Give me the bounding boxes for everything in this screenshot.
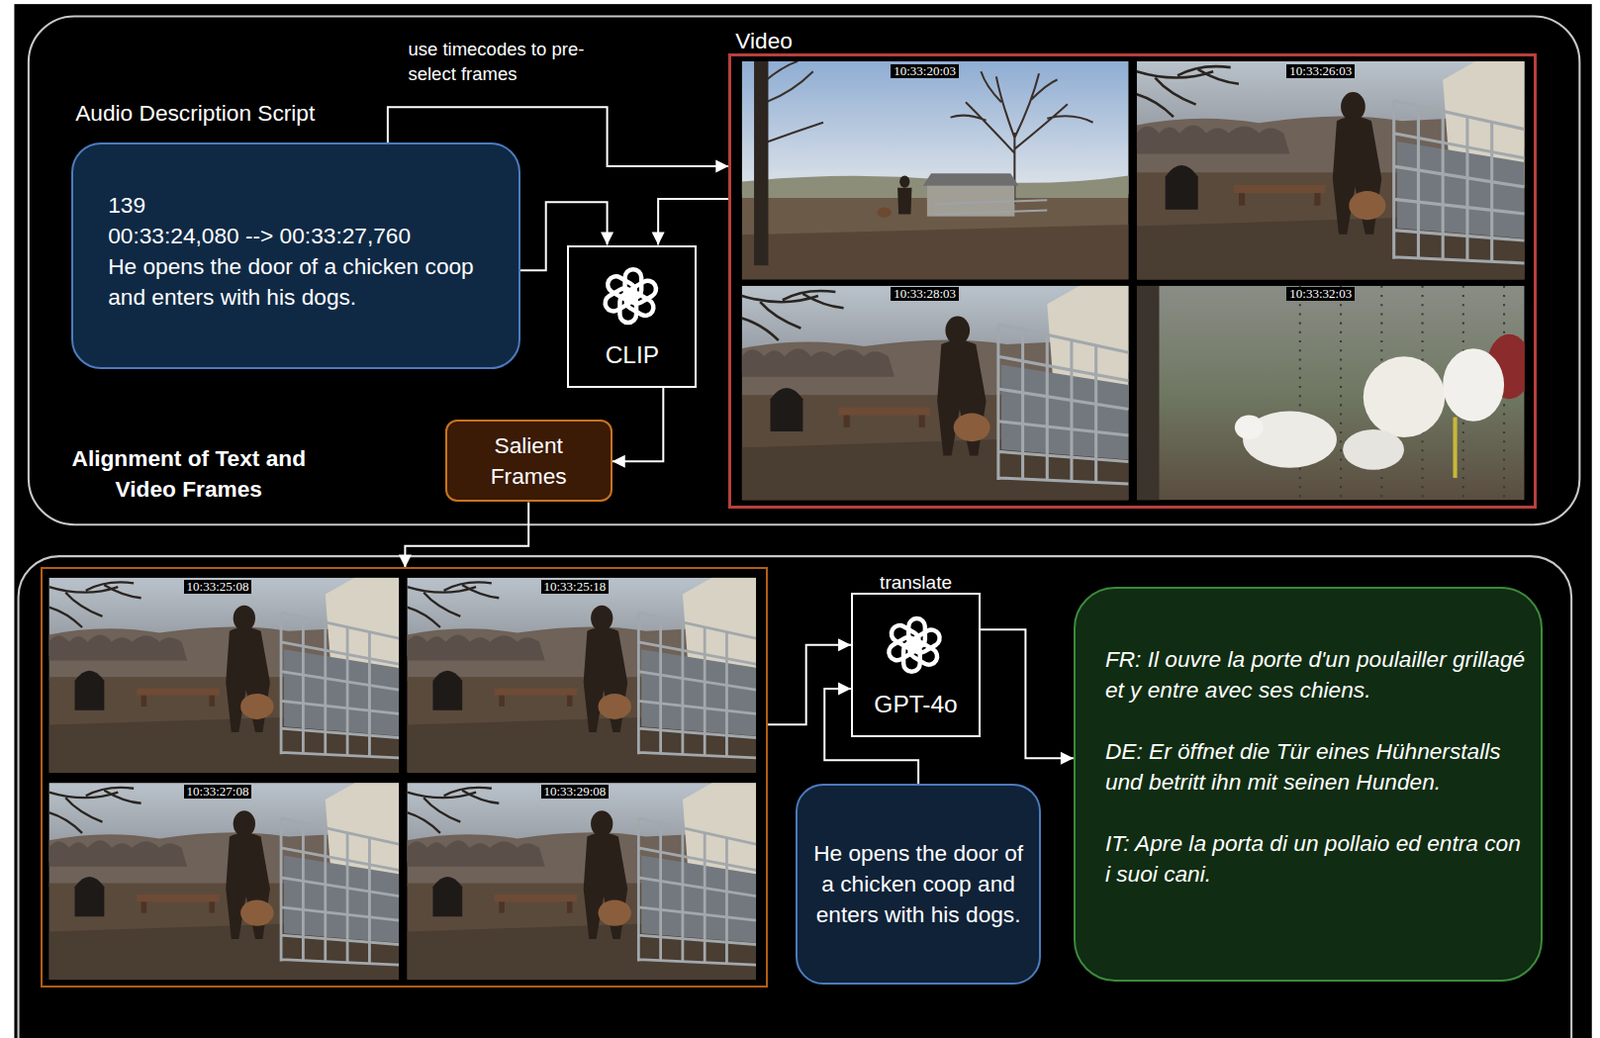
video-panel: Video10:33:20:0310:33:26:0310:33:28:0310… bbox=[728, 53, 1537, 509]
script-box: Audio Description Script13900:33:24,080 … bbox=[71, 142, 521, 370]
node-text: He opens the door of a chicken coop and … bbox=[107, 251, 501, 313]
arrowhead bbox=[838, 638, 851, 652]
video-frame bbox=[1136, 61, 1525, 281]
arrowhead bbox=[715, 160, 729, 174]
sentence-box: He opens the door of a chicken coop and … bbox=[795, 783, 1041, 985]
connector-line bbox=[520, 201, 608, 271]
timecode-label: 10:33:29:08 bbox=[541, 784, 610, 799]
connector bbox=[767, 638, 852, 725]
model-logo bbox=[602, 269, 659, 323]
node-text: Salient Frames bbox=[469, 430, 589, 492]
salient-box: Salient Frames bbox=[445, 419, 613, 503]
connector-line bbox=[404, 501, 529, 567]
node-text: IT: Apre la porta di un pollaio ed entra… bbox=[1105, 828, 1529, 890]
model-box: translateGPT-4o bbox=[850, 592, 981, 737]
salient-frame bbox=[49, 782, 400, 980]
background bbox=[13, 3, 1592, 1038]
timecode-label: 10:33:25:08 bbox=[184, 579, 253, 594]
node-text: He opens the door of a chicken coop and … bbox=[809, 838, 1028, 931]
timecode-label: 10:33:20:03 bbox=[890, 64, 959, 79]
connector-line bbox=[612, 387, 664, 462]
arrowhead bbox=[398, 554, 412, 567]
connector-line bbox=[980, 629, 1074, 758]
video-frame bbox=[1136, 285, 1532, 501]
salient-frame bbox=[406, 782, 756, 980]
timecode-label: 10:33:32:03 bbox=[1286, 286, 1355, 301]
connector bbox=[398, 501, 529, 567]
output-box: FR: Il ouvre la porte d'un poulailler gr… bbox=[1073, 586, 1543, 982]
node-text: DE: Er öffnet die Tür eines Hühnerstalls… bbox=[1105, 736, 1529, 798]
section-title: Alignment of Text and Video Frames bbox=[40, 443, 337, 505]
connector bbox=[612, 387, 664, 469]
arrowhead bbox=[1060, 752, 1074, 765]
salient-frame bbox=[406, 577, 756, 773]
bottom-panel bbox=[18, 556, 1573, 1038]
connector bbox=[980, 629, 1074, 764]
video-frame bbox=[742, 61, 1130, 281]
timecode-label: 10:33:26:03 bbox=[1286, 64, 1355, 79]
node-text: 139 bbox=[107, 189, 501, 221]
salient-frame bbox=[49, 577, 400, 773]
arrowhead bbox=[600, 232, 614, 246]
timecode-label: 10:33:25:18 bbox=[541, 579, 610, 594]
arrowhead bbox=[838, 682, 851, 696]
edge-label: use timecodes to pre-select frames bbox=[405, 36, 614, 87]
heading-label: Audio Description Script bbox=[75, 97, 315, 129]
timecode-label: 10:33:27:08 bbox=[184, 784, 253, 799]
connector-line bbox=[767, 645, 852, 725]
video-frame bbox=[742, 61, 1532, 501]
arrowhead bbox=[652, 232, 665, 246]
connector bbox=[652, 198, 730, 245]
connector-line bbox=[658, 198, 729, 245]
arrowhead bbox=[612, 455, 626, 469]
heading-label: Video bbox=[735, 25, 793, 57]
node-text: FR: Il ouvre la porte d'un poulailler gr… bbox=[1105, 644, 1529, 706]
frame-panel: 10:33:25:08 10:33:25:18 10:33:27:08 10:33:2… bbox=[40, 566, 767, 988]
salient-frame bbox=[49, 577, 757, 980]
model-box: CLIP bbox=[566, 245, 697, 388]
node-text: CLIP bbox=[605, 339, 659, 371]
top-panel bbox=[28, 16, 1581, 526]
video-frame bbox=[742, 285, 1130, 501]
node-text: GPT-4o bbox=[873, 688, 957, 720]
model-logo bbox=[885, 618, 942, 672]
timecode-label: 10:33:28:03 bbox=[890, 286, 959, 301]
node-text: 00:33:24,080 --> 00:33:27,760 bbox=[107, 220, 501, 252]
heading-label: translate bbox=[852, 571, 979, 594]
